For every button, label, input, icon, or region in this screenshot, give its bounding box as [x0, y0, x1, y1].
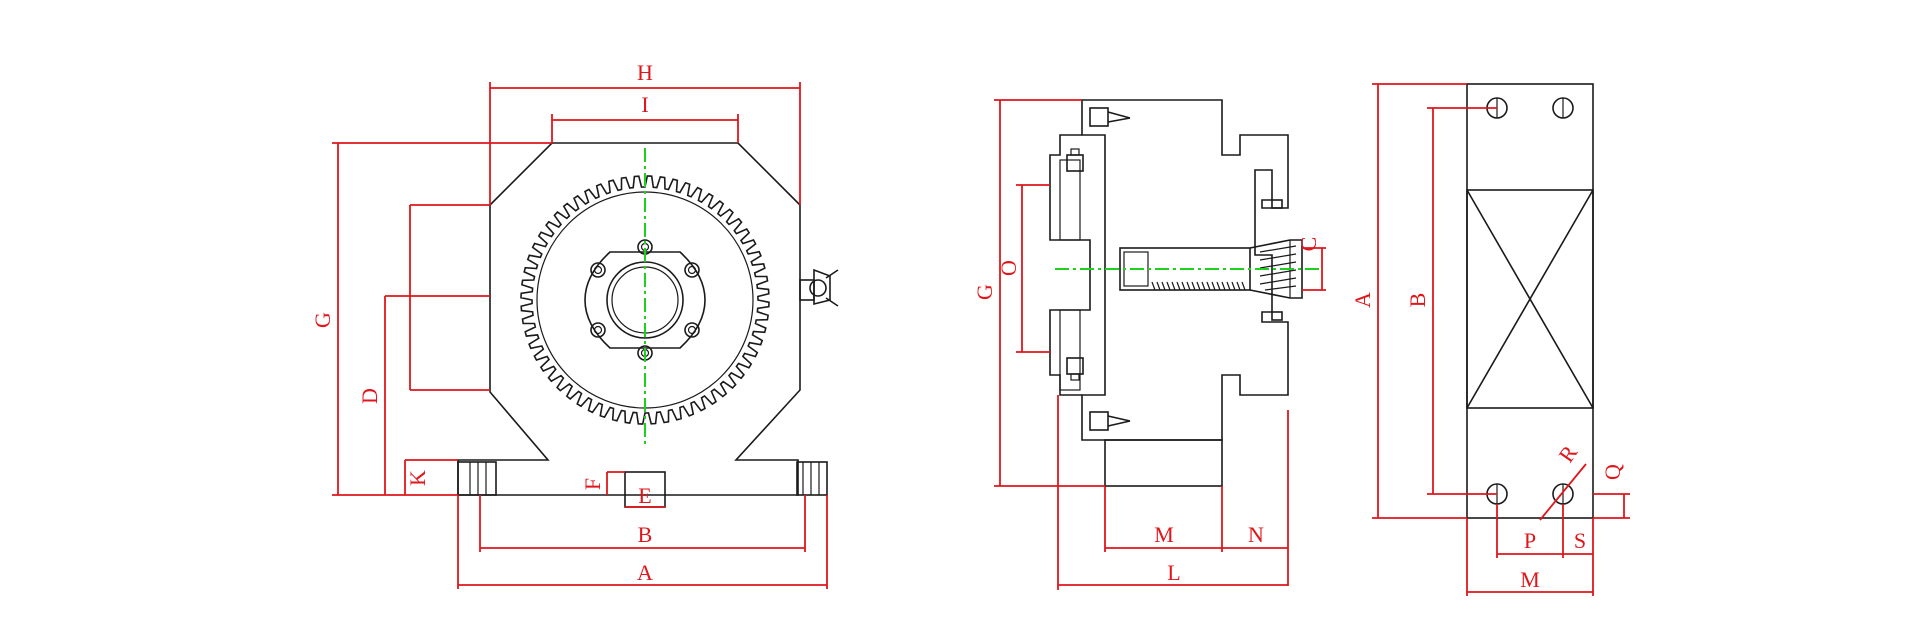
front-label-H: H	[637, 60, 653, 85]
clamp-stud-bottom	[1089, 411, 1131, 431]
front-body-outline	[457, 142, 801, 496]
shaft-thread	[1191, 281, 1196, 291]
top-label-P: P	[1524, 528, 1536, 553]
hub-bolt	[590, 262, 606, 278]
shaft-thread	[1241, 281, 1246, 291]
hub-outline	[584, 251, 706, 349]
hub-bolt	[684, 262, 700, 278]
top-view: A B R Q P S M	[1350, 83, 1630, 596]
top-label-B: B	[1405, 293, 1430, 308]
front-label-B: B	[638, 522, 653, 547]
flange-bolt-bottom	[1066, 357, 1084, 381]
top-label-Q: Q	[1600, 464, 1625, 480]
side-view: G O C M N L	[972, 99, 1326, 590]
front-label-F: F	[580, 478, 605, 490]
shaft-thread	[1206, 281, 1211, 291]
side-label-N: N	[1248, 522, 1264, 547]
front-label-K: K	[405, 470, 430, 486]
side-base-block	[1104, 439, 1223, 487]
shaft-thread	[1221, 281, 1226, 291]
clamp-stud-top	[1089, 107, 1131, 127]
nozzle-bolt-top	[1271, 199, 1283, 209]
hub-bolts	[590, 239, 700, 361]
shaft-thread	[1196, 281, 1201, 291]
shaft-thread	[1176, 281, 1181, 291]
top-label-S: S	[1574, 528, 1586, 553]
shaft-thread	[1161, 281, 1166, 291]
nozzle-bolt-bottom	[1271, 311, 1283, 321]
flange-bolt-top	[1066, 148, 1084, 172]
top-dimensions	[1372, 83, 1630, 596]
grease-fitting	[799, 268, 839, 307]
shaft-thread	[1151, 281, 1156, 291]
side-flange	[1049, 134, 1091, 396]
spindle-shaft	[1119, 239, 1303, 299]
front-dimensions	[332, 82, 828, 589]
top-label-M: M	[1520, 567, 1540, 592]
top-label-A: A	[1350, 292, 1375, 308]
top-label-R: R	[1553, 440, 1582, 467]
left-foot	[457, 461, 497, 496]
hub-bolt-center	[687, 265, 697, 275]
front-view: H I G D K F E B A	[310, 60, 839, 589]
shaft-thread	[1211, 281, 1216, 291]
side-label-L: L	[1167, 560, 1180, 585]
right-foot	[796, 461, 828, 496]
front-label-D: D	[357, 388, 382, 404]
side-dimensions	[994, 99, 1326, 590]
shaft-thread	[1181, 281, 1186, 291]
side-label-O: O	[996, 260, 1021, 276]
front-label-A: A	[637, 560, 653, 585]
front-label-G: G	[310, 312, 335, 328]
top-inner-box	[1466, 189, 1594, 409]
gear-ring	[520, 175, 770, 425]
shaft-thread	[1236, 281, 1241, 291]
shaft-thread	[1166, 281, 1171, 291]
shaft-thread	[1231, 281, 1236, 291]
shaft-thread	[1156, 281, 1161, 291]
hub-bolt-center	[687, 325, 697, 335]
hub-bolt-center	[593, 325, 603, 335]
shaft-thread	[1226, 281, 1231, 291]
shaft-thread	[1216, 281, 1221, 291]
hub-bolt	[590, 322, 606, 338]
side-label-M: M	[1154, 522, 1174, 547]
shaft-thread	[1186, 281, 1191, 291]
side-label-C: C	[1296, 237, 1321, 252]
hub-bolt-center	[593, 265, 603, 275]
shaft-thread	[1201, 281, 1206, 291]
hub-bolt	[684, 322, 700, 338]
shaft-thread	[1171, 281, 1176, 291]
front-label-E: E	[638, 483, 651, 508]
side-label-G: G	[972, 284, 997, 300]
front-label-I: I	[641, 92, 648, 117]
